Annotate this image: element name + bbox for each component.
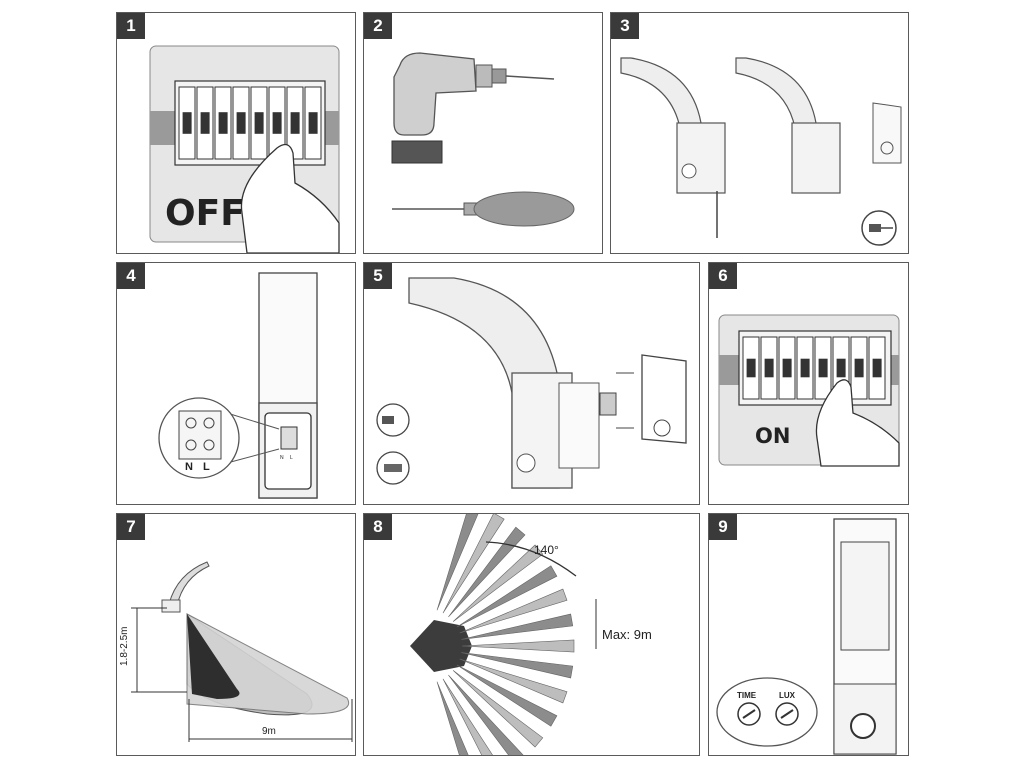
off-label: OFF xyxy=(165,193,245,234)
screwdriver-icon xyxy=(392,191,575,227)
angle-label: 140° xyxy=(534,543,559,557)
step-7-panel: 7 1.8-2.5m 9m xyxy=(116,513,356,756)
detection-beam xyxy=(456,664,558,727)
breaker-switch xyxy=(218,112,228,134)
step-number: 1 xyxy=(117,13,145,39)
range-label: Max: 9m xyxy=(602,627,652,642)
breaker-switch xyxy=(308,112,318,134)
breaker-switch xyxy=(200,112,210,134)
wall-plug-icon xyxy=(376,451,410,485)
breaker-switch xyxy=(764,358,774,378)
breaker-switch xyxy=(800,358,810,378)
detection-beam xyxy=(459,588,568,634)
adjustment-illustration: TIME LUX xyxy=(716,518,897,755)
on-label: ON xyxy=(755,424,790,448)
detection-beam xyxy=(459,658,568,704)
screwdriver-icon xyxy=(376,403,410,437)
breaker-switch xyxy=(836,358,846,378)
step-number: 7 xyxy=(117,514,145,540)
detection-beam xyxy=(452,544,544,622)
drill-icon xyxy=(391,52,555,164)
breaker-switch xyxy=(818,358,828,378)
lux-label: LUX xyxy=(779,691,796,700)
detection-height-illustration: 1.8-2.5m 9m xyxy=(119,561,353,742)
height-label: 1.8-2.5m xyxy=(119,627,130,666)
step-8-panel: 8 140° Max: 9m xyxy=(363,513,700,756)
step-number: 4 xyxy=(117,263,145,289)
sensor-core xyxy=(410,620,472,672)
mounting-illustration xyxy=(376,277,687,489)
terminal-l-label: L xyxy=(203,461,210,473)
detection-beam xyxy=(448,526,526,618)
step-number: 8 xyxy=(364,514,392,540)
lamp-front xyxy=(620,57,726,238)
detection-beam xyxy=(436,514,479,611)
circuit-breakers xyxy=(742,336,886,400)
circuit-breakers xyxy=(178,86,322,160)
breaker-switch xyxy=(872,358,882,378)
breaker-off-illustration: OFF xyxy=(149,45,340,253)
step-3-panel: 3 xyxy=(610,12,909,254)
distance-label: 9m xyxy=(262,726,276,737)
step-1-panel: 1 OFF xyxy=(116,12,356,254)
breaker-switch xyxy=(746,358,756,378)
step-number: 6 xyxy=(709,263,737,289)
tools-illustration xyxy=(391,52,575,227)
step-4-panel: 4 N L N L xyxy=(116,262,356,505)
breaker-switch xyxy=(290,112,300,134)
detection-beam xyxy=(456,565,558,628)
step-5-panel: 5 xyxy=(363,262,700,505)
detection-beam xyxy=(442,678,493,755)
detection-beam xyxy=(448,674,524,755)
step-number: 5 xyxy=(364,263,392,289)
terminal-n-small: N xyxy=(280,455,284,461)
terminal-n-label: N xyxy=(185,461,193,473)
breaker-switch xyxy=(182,112,192,134)
breaker-switch xyxy=(254,112,264,134)
detection-beam xyxy=(461,613,574,640)
terminal-l-small: L xyxy=(290,455,293,461)
breaker-on-illustration: ON xyxy=(718,314,900,467)
lamp-rear xyxy=(735,57,902,194)
step-number: 9 xyxy=(709,514,737,540)
step-number: 3 xyxy=(611,13,639,39)
detection-beam xyxy=(461,652,574,679)
screwdriver-icon xyxy=(861,210,897,246)
disassembly-illustration xyxy=(620,57,902,246)
detection-beam xyxy=(436,681,469,755)
detection-beam xyxy=(442,514,505,614)
breaker-switch xyxy=(236,112,246,134)
breaker-switch xyxy=(782,358,792,378)
detection-angle-illustration: 140° Max: 9m xyxy=(410,514,652,755)
step-number: 2 xyxy=(364,13,392,39)
time-label: TIME xyxy=(737,691,757,700)
breaker-switch xyxy=(272,112,282,134)
detection-zones xyxy=(410,514,575,755)
detection-beam xyxy=(461,639,575,653)
wiring-illustration: N L N L xyxy=(158,272,318,499)
step-2-panel: 2 xyxy=(363,12,603,254)
step-6-panel: 6 ON xyxy=(708,262,909,505)
breaker-switch xyxy=(854,358,864,378)
detection-beam xyxy=(452,670,544,748)
step-9-panel: 9 TIME LUX xyxy=(708,513,909,756)
